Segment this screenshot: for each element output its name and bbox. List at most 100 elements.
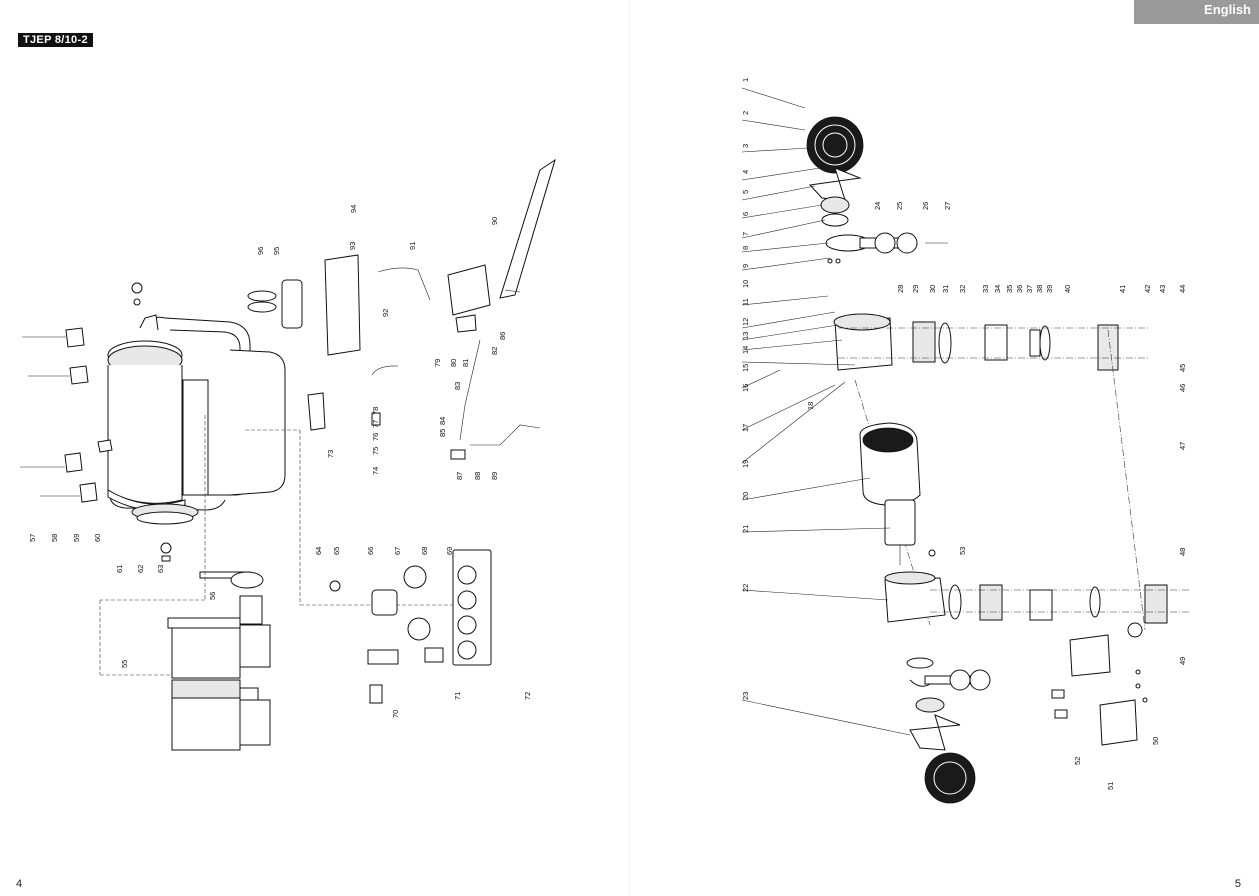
part-label: 87 — [455, 472, 464, 480]
part-label: 7 — [741, 232, 750, 236]
part-label: 38 — [1035, 285, 1044, 293]
pump-assembly — [99, 415, 460, 751]
part-label: 32 — [958, 285, 967, 293]
part-label: 40 — [1063, 285, 1072, 293]
part-label: 62 — [136, 565, 145, 573]
part-label: 60 — [93, 534, 102, 542]
page-number-left: 4 — [16, 878, 23, 890]
part-label: 2 — [741, 111, 750, 115]
part-label: 81 — [461, 359, 470, 367]
left-part-labels: 57 58 59 60 61 62 63 64 65 66 67 68 69 7… — [28, 205, 532, 718]
part-label: 66 — [366, 547, 375, 555]
part-label: 28 — [896, 285, 905, 293]
part-label: 79 — [433, 359, 442, 367]
part-label: 19 — [741, 460, 750, 468]
part-label: 5 — [741, 190, 750, 194]
right-part-labels: 1 2 3 4 5 6 7 8 9 10 11 12 13 14 15 16 1… — [741, 78, 1187, 790]
part-label: 25 — [895, 202, 904, 210]
part-label: 30 — [928, 285, 937, 293]
part-label: 23 — [741, 692, 750, 700]
part-label: 65 — [332, 547, 341, 555]
part-label: 22 — [741, 584, 750, 592]
part-label: 67 — [393, 547, 402, 555]
part-label: 21 — [741, 525, 750, 533]
frame-and-tank — [20, 282, 286, 562]
part-label: 14 — [741, 346, 750, 354]
part-label: 90 — [490, 217, 499, 225]
part-label: 27 — [943, 202, 952, 210]
part-label: 1 — [741, 78, 750, 82]
side-covers — [1051, 634, 1148, 746]
part-label: 45 — [1178, 364, 1187, 372]
part-label: 91 — [408, 242, 417, 250]
part-label: 17 — [741, 424, 750, 432]
right-leader-lines — [741, 87, 911, 736]
right-exploded-diagram: 1 2 3 4 5 6 7 8 9 10 11 12 13 14 15 16 1… — [741, 78, 1190, 804]
part-label: 24 — [873, 202, 882, 210]
part-label: 8 — [741, 246, 750, 250]
part-label: 36 — [1015, 285, 1024, 293]
part-label: 94 — [349, 205, 358, 213]
part-label: 52 — [1073, 757, 1082, 765]
part-label: 92 — [381, 309, 390, 317]
part-label: 83 — [453, 382, 462, 390]
fan-and-cover — [806, 116, 948, 264]
part-label: 47 — [1178, 442, 1187, 450]
part-label: 58 — [50, 534, 59, 542]
part-label: 96 — [256, 247, 265, 255]
part-label: 72 — [523, 692, 532, 700]
pressure-switch-and-tubes — [247, 158, 556, 460]
part-label: 85 — [438, 429, 447, 437]
part-label: 89 — [490, 472, 499, 480]
left-exploded-diagram: 57 58 59 60 61 62 63 64 65 66 67 68 69 7… — [20, 158, 556, 751]
part-label: 78 — [371, 407, 380, 415]
part-label: 59 — [72, 534, 81, 542]
part-label: 82 — [490, 347, 499, 355]
part-label: 71 — [453, 692, 462, 700]
model-badge: TJEP 8/10-2 — [18, 33, 93, 47]
part-label: 49 — [1178, 657, 1187, 665]
part-label: 46 — [1178, 384, 1187, 392]
part-label: 68 — [420, 547, 429, 555]
part-label: 69 — [445, 547, 454, 555]
part-label: 76 — [371, 433, 380, 441]
part-label: 37 — [1025, 285, 1034, 293]
part-label: 39 — [1045, 285, 1054, 293]
page-number-right: 5 — [1234, 878, 1241, 890]
part-label: 12 — [741, 318, 750, 326]
part-label: 50 — [1151, 737, 1160, 745]
part-label: 88 — [473, 472, 482, 480]
part-label: 55 — [120, 660, 129, 668]
part-label: 15 — [741, 364, 750, 372]
part-label: 43 — [1158, 285, 1167, 293]
part-label: 4 — [741, 170, 750, 174]
part-label: 26 — [921, 202, 930, 210]
part-label: 70 — [391, 710, 400, 718]
part-label: 86 — [498, 332, 507, 340]
part-label: 77 — [371, 420, 380, 428]
part-label: 42 — [1143, 285, 1152, 293]
part-label: 33 — [981, 285, 990, 293]
part-label: 13 — [741, 332, 750, 340]
part-label: 10 — [741, 280, 750, 288]
part-label: 18 — [806, 402, 815, 410]
part-label: 84 — [438, 417, 447, 425]
part-label: 44 — [1178, 285, 1187, 293]
part-label: 61 — [115, 565, 124, 573]
motor-housing — [833, 313, 1150, 631]
part-label: 16 — [741, 384, 750, 392]
part-label: 95 — [272, 247, 281, 255]
part-label: 9 — [741, 264, 750, 268]
part-label: 31 — [941, 285, 950, 293]
part-label: 64 — [314, 547, 323, 555]
part-label: 93 — [348, 242, 357, 250]
part-label: 20 — [741, 492, 750, 500]
part-label: 6 — [741, 212, 750, 216]
part-label: 53 — [958, 547, 967, 555]
regulator-and-gauges — [329, 549, 492, 704]
language-tab[interactable]: English — [1134, 0, 1259, 24]
part-label: 75 — [371, 447, 380, 455]
part-label: 3 — [741, 144, 750, 148]
page-gutter — [629, 0, 630, 896]
part-label: 80 — [449, 359, 458, 367]
